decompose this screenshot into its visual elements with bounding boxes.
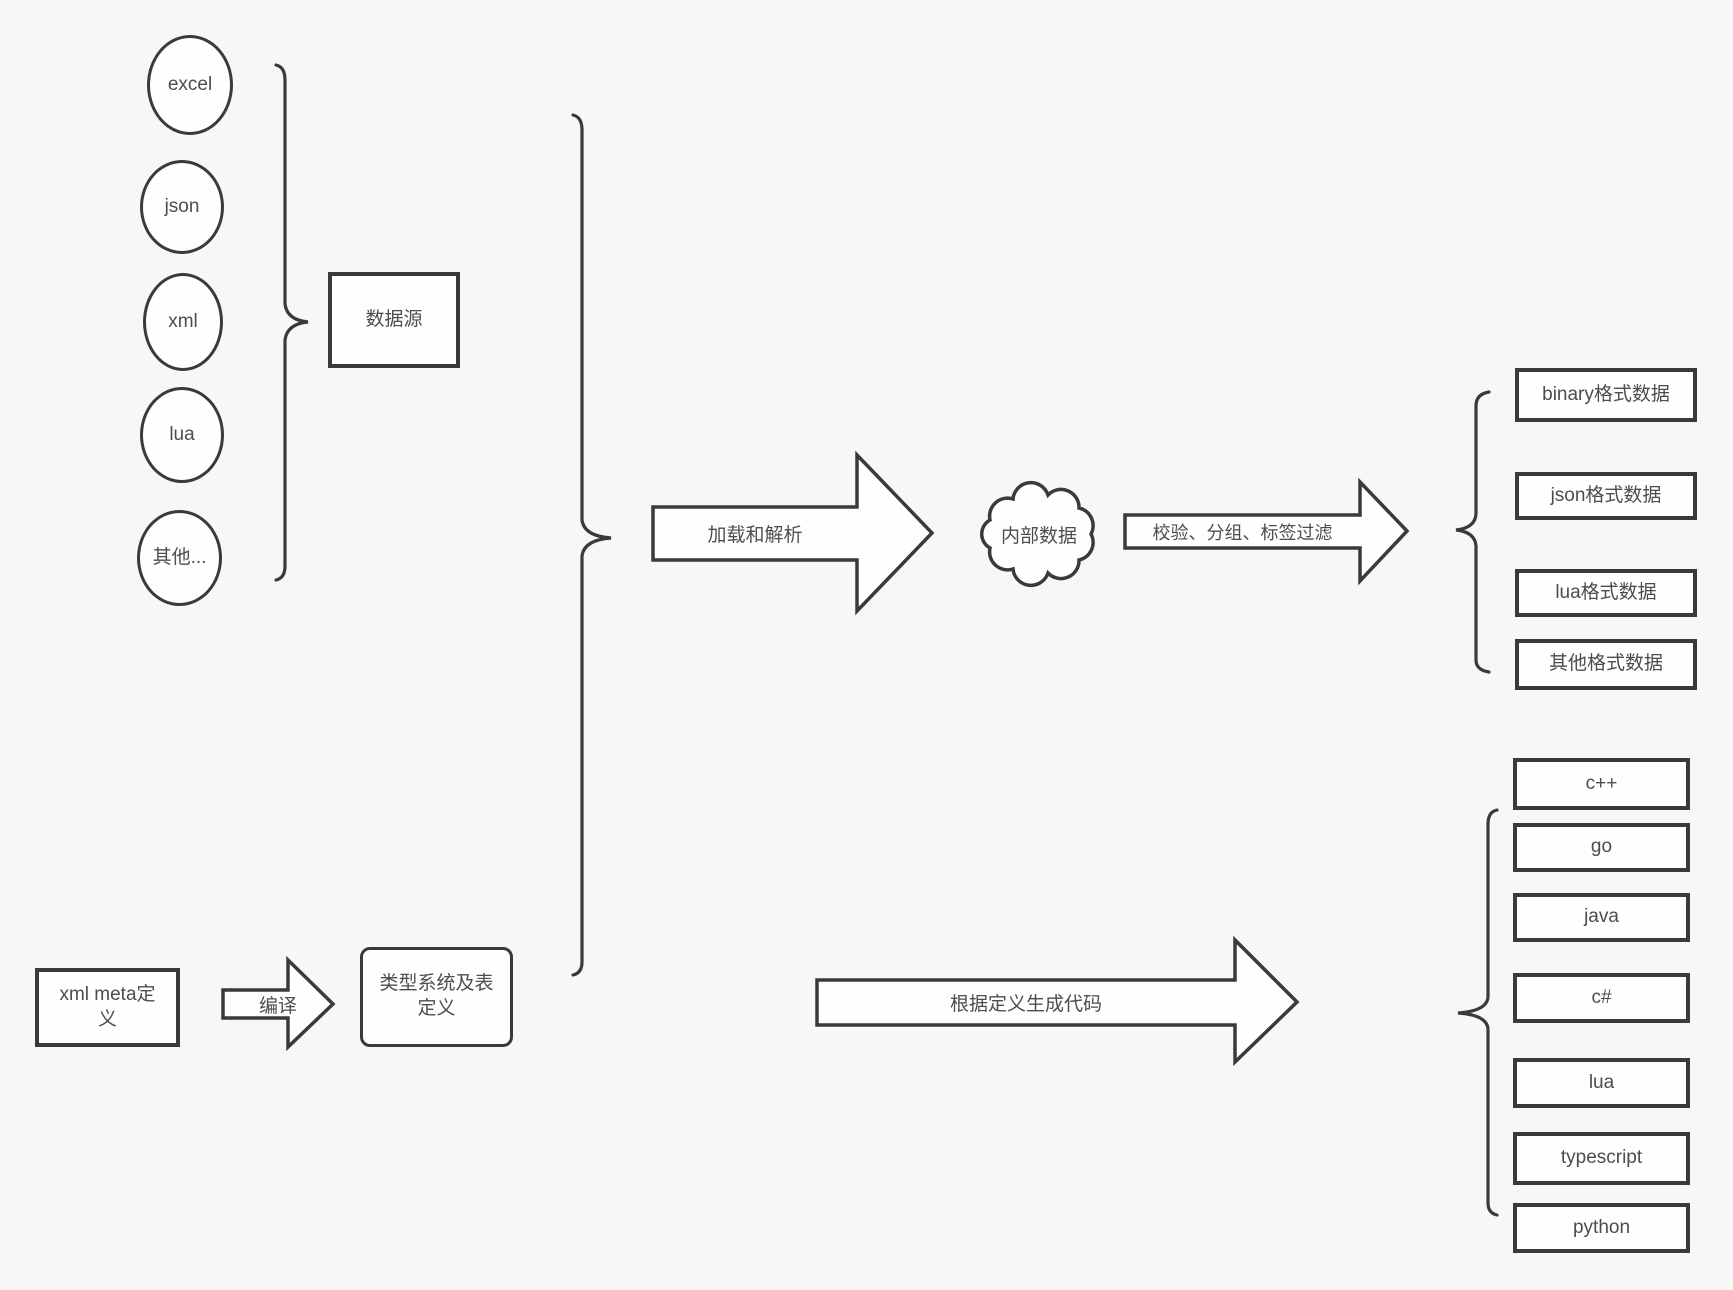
language-box-cpp: c++ — [1513, 758, 1690, 810]
xml-meta-label: xml meta定义 — [59, 983, 156, 1030]
format-label: 其他格式数据 — [1548, 653, 1663, 675]
internal-data-cloud — [980, 480, 1095, 588]
format-box-lua: lua格式数据 — [1515, 569, 1697, 617]
language-label: go — [1590, 836, 1613, 858]
type-system-box: 类型系统及表定义 — [360, 947, 513, 1047]
language-label: java — [1584, 906, 1619, 928]
filter-arrow — [1123, 477, 1410, 586]
compile-text: 编译 — [258, 995, 297, 1017]
language-label: c++ — [1585, 772, 1618, 794]
filter-arrow-label: 校验、分组、标签过滤 — [1125, 515, 1360, 548]
language-box-java: java — [1513, 893, 1690, 942]
formats-brace — [1455, 390, 1491, 674]
format-box-others: 其他格式数据 — [1515, 639, 1697, 690]
codegen-arrow-label: 根据定义生成代码 — [817, 980, 1235, 1025]
language-box-python: python — [1513, 1203, 1690, 1253]
format-label: json格式数据 — [1550, 484, 1662, 506]
inputs-brace — [571, 113, 612, 977]
codegen-text: 根据定义生成代码 — [949, 994, 1102, 1015]
load-parse-arrow-label: 加载和解析 — [653, 507, 857, 560]
source-ellipse-lua: lua — [140, 387, 224, 483]
internal-data-label: 内部数据 — [979, 504, 1099, 564]
source-ellipse-json: json — [140, 160, 224, 254]
source-label: 其他... — [152, 546, 207, 568]
language-box-typescript: typescript — [1513, 1132, 1690, 1185]
source-label: excel — [167, 73, 213, 95]
source-label: xml — [168, 310, 198, 332]
source-ellipse-xml: xml — [143, 273, 223, 371]
format-box-binary: binary格式数据 — [1515, 368, 1697, 422]
language-label: lua — [1588, 1071, 1615, 1093]
language-box-lua: lua — [1513, 1058, 1690, 1108]
type-system-label: 类型系统及表定义 — [379, 973, 494, 1019]
source-label: lua — [169, 423, 195, 445]
sources-brace — [274, 63, 309, 582]
compile-arrow-label: 编译 — [223, 985, 333, 1023]
source-ellipse-excel: excel — [147, 35, 233, 135]
language-label: typescript — [1560, 1147, 1643, 1169]
datasource-label: 数据源 — [365, 308, 423, 330]
source-ellipse-others: 其他... — [137, 510, 222, 606]
xml-meta-box: xml meta定义 — [35, 968, 180, 1047]
language-label: python — [1572, 1216, 1631, 1238]
format-label: lua格式数据 — [1555, 581, 1657, 603]
language-box-csharp: c# — [1513, 973, 1690, 1023]
load-parse-text: 加载和解析 — [707, 525, 803, 546]
languages-brace — [1457, 808, 1499, 1217]
source-label: json — [164, 195, 200, 217]
language-box-go: go — [1513, 823, 1690, 872]
language-label: c# — [1591, 986, 1612, 1008]
filter-text: 校验、分组、标签过滤 — [1152, 522, 1333, 543]
format-box-json: json格式数据 — [1515, 472, 1697, 520]
internal-data-text: 内部数据 — [1000, 525, 1077, 547]
compile-arrow — [221, 955, 336, 1052]
format-label: binary格式数据 — [1542, 383, 1670, 405]
datasource-box: 数据源 — [328, 272, 460, 368]
load-parse-arrow — [651, 450, 935, 616]
codegen-arrow — [815, 935, 1300, 1067]
